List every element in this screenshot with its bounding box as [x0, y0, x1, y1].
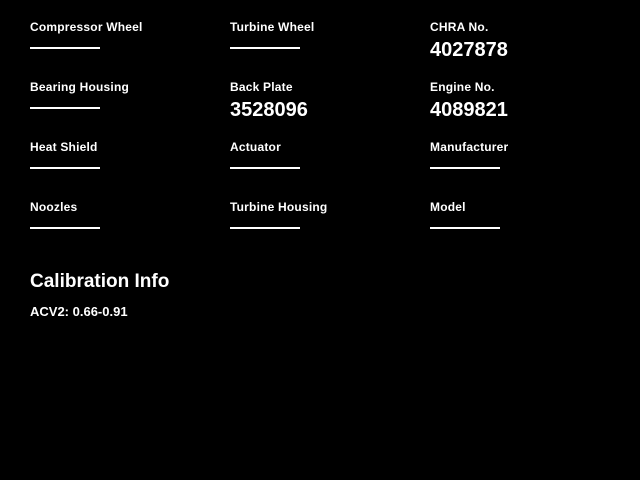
field-label: Actuator: [230, 140, 281, 154]
empty-field-line: [30, 167, 100, 169]
field-turbine-housing[interactable]: Turbine Housing: [230, 200, 430, 260]
field-value: 4089821: [430, 99, 508, 121]
calibration-acv2-value: ACV2: 0.66-0.91: [30, 304, 128, 319]
field-label: Back Plate: [230, 80, 293, 94]
field-actuator[interactable]: Actuator: [230, 140, 430, 200]
field-compressor-wheel[interactable]: Compressor Wheel: [30, 20, 230, 80]
field-back-plate[interactable]: Back Plate 3528096: [230, 80, 430, 140]
field-label: Turbine Housing: [230, 200, 328, 214]
empty-field-line: [230, 227, 300, 229]
field-noozles[interactable]: Noozles: [30, 200, 230, 260]
field-label: CHRA No.: [430, 20, 489, 34]
calibration-heading: Calibration Info: [30, 271, 170, 292]
field-label: Bearing Housing: [30, 80, 130, 94]
field-turbine-wheel[interactable]: Turbine Wheel: [230, 20, 430, 80]
empty-field-line: [30, 227, 100, 229]
field-model[interactable]: Model: [430, 200, 630, 260]
parts-field-grid: Compressor Wheel Turbine Wheel CHRA No. …: [30, 20, 630, 260]
field-heat-shield[interactable]: Heat Shield: [30, 140, 230, 200]
field-value: 3528096: [230, 99, 308, 121]
empty-field-line: [230, 167, 300, 169]
field-label: Manufacturer: [430, 140, 509, 154]
empty-field-line: [230, 47, 300, 49]
empty-field-line: [430, 167, 500, 169]
field-label: Heat Shield: [30, 140, 98, 154]
empty-field-line: [30, 47, 100, 49]
empty-field-line: [30, 107, 100, 109]
field-chra-no[interactable]: CHRA No. 4027878: [430, 20, 630, 80]
field-label: Turbine Wheel: [230, 20, 315, 34]
empty-field-line: [430, 227, 500, 229]
field-label: Model: [430, 200, 466, 214]
field-label: Noozles: [30, 200, 78, 214]
field-engine-no[interactable]: Engine No. 4089821: [430, 80, 630, 140]
field-manufacturer[interactable]: Manufacturer: [430, 140, 630, 200]
field-label: Compressor Wheel: [30, 20, 143, 34]
field-value: 4027878: [430, 39, 508, 61]
field-label: Engine No.: [430, 80, 495, 94]
field-bearing-housing[interactable]: Bearing Housing: [30, 80, 230, 140]
